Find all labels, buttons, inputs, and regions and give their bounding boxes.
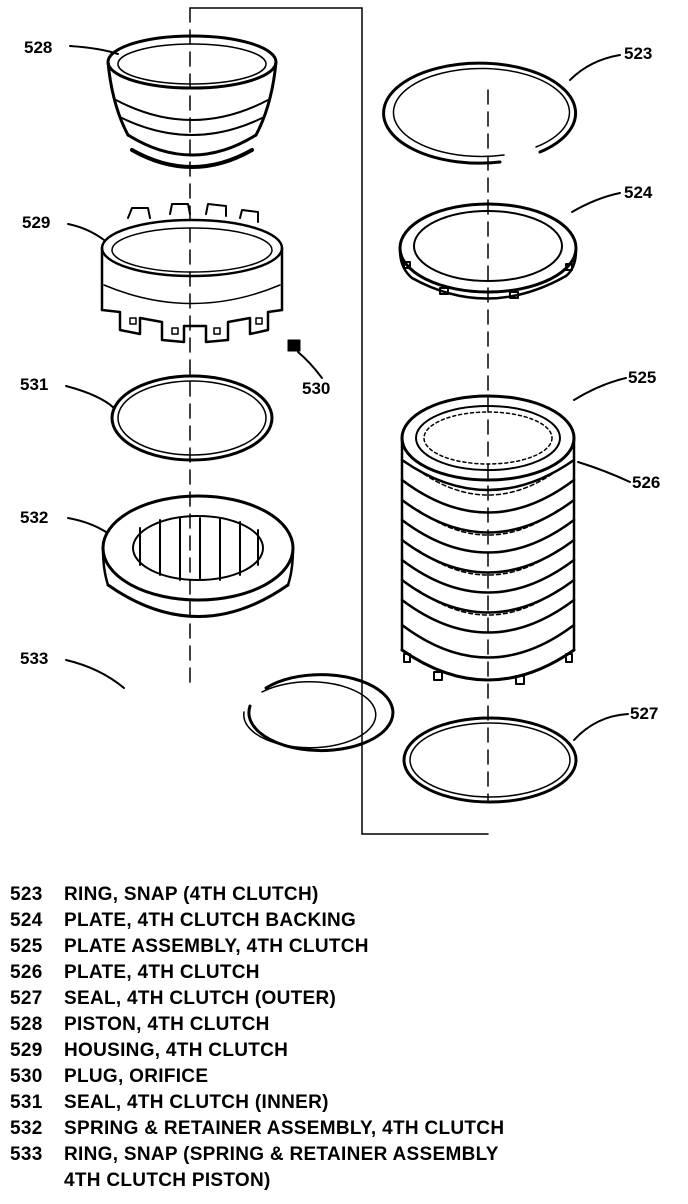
callout-525: 525 [628, 368, 656, 387]
part-533-snap-ring [243, 673, 395, 753]
part-530-plug [287, 339, 301, 352]
legend-number: 529 [10, 1040, 43, 1061]
part-531-seal-inner [110, 374, 274, 462]
callout-528: 528 [24, 38, 52, 57]
part-529-housing [100, 203, 284, 344]
part-525-526-clutch-plate-stack [400, 394, 576, 685]
legend-description: SEAL, 4TH CLUTCH (OUTER) [64, 988, 337, 1009]
legend-item-527: 527 SEAL, 4TH CLUTCH (OUTER) [10, 986, 680, 1012]
part-532-spring-retainer [101, 494, 295, 618]
callout-523: 523 [624, 44, 652, 63]
part-527-seal-outer [402, 716, 578, 804]
legend-number: 524 [10, 910, 43, 931]
legend-description: PLATE ASSEMBLY, 4TH CLUTCH [64, 936, 369, 957]
assembly-bracket [189, 7, 489, 835]
legend-item-528: 528 PISTON, 4TH CLUTCH [10, 1012, 680, 1038]
leader-lines [65, 45, 631, 741]
legend-description: RING, SNAP (SPRING & RETAINER ASSEMBLY [64, 1144, 499, 1165]
callout-532: 532 [20, 508, 48, 527]
legend-item-532: 532 SPRING & RETAINER ASSEMBLY, 4TH CLUTC… [10, 1116, 680, 1142]
legend-number: 523 [10, 884, 43, 905]
legend-number: 528 [10, 1014, 43, 1035]
part-528-piston [106, 34, 278, 169]
legend-number: 527 [10, 988, 43, 1009]
legend-item-533: 533 RING, SNAP (SPRING & RETAINER ASSEMBL… [10, 1142, 680, 1191]
legend-description: RING, SNAP (4TH CLUTCH) [64, 884, 319, 905]
legend-number: 533 [10, 1144, 43, 1165]
legend-description: PLATE, 4TH CLUTCH [64, 962, 260, 983]
legend-number: 532 [10, 1118, 43, 1139]
legend-description: PISTON, 4TH CLUTCH [64, 1014, 270, 1035]
legend-description: SPRING & RETAINER ASSEMBLY, 4TH CLUTCH [64, 1118, 505, 1139]
legend-description: PLUG, ORIFICE [64, 1066, 209, 1087]
legend-description: HOUSING, 4TH CLUTCH [64, 1040, 289, 1061]
legend-description-continuation: 4TH CLUTCH PISTON) [64, 1170, 271, 1191]
legend-description: SEAL, 4TH CLUTCH (INNER) [64, 1092, 329, 1113]
legend-item-524: 524 PLATE, 4TH CLUTCH BACKING [10, 908, 680, 934]
exploded-parts-diagram: 528 523 524 529 530 525 531 526 532 533 … [20, 7, 660, 835]
part-524-backing-plate [398, 202, 578, 300]
centerlines [189, 7, 489, 801]
legend-item-526: 526 PLATE, 4TH CLUTCH [10, 960, 680, 986]
callout-533: 533 [20, 649, 48, 668]
legend-item-523: 523 RING, SNAP (4TH CLUTCH) [10, 882, 680, 908]
legend-item-530: 530 PLUG, ORIFICE [10, 1064, 680, 1090]
legend-number: 526 [10, 962, 43, 983]
callout-524: 524 [624, 183, 653, 202]
callout-529: 529 [22, 213, 50, 232]
callout-526: 526 [632, 473, 660, 492]
callout-531: 531 [20, 375, 48, 394]
legend-item-525: 525 PLATE ASSEMBLY, 4TH CLUTCH [10, 934, 680, 960]
legend-item-531: 531 SEAL, 4TH CLUTCH (INNER) [10, 1090, 680, 1116]
legend-description: PLATE, 4TH CLUTCH BACKING [64, 910, 357, 931]
legend-number: 531 [10, 1092, 43, 1113]
callout-527: 527 [630, 704, 658, 723]
legend-item-529: 529 HOUSING, 4TH CLUTCH [10, 1038, 680, 1064]
legend-number: 525 [10, 936, 43, 957]
callout-530: 530 [302, 379, 330, 398]
legend-number: 530 [10, 1066, 43, 1087]
part-523-snap-ring [382, 61, 578, 165]
